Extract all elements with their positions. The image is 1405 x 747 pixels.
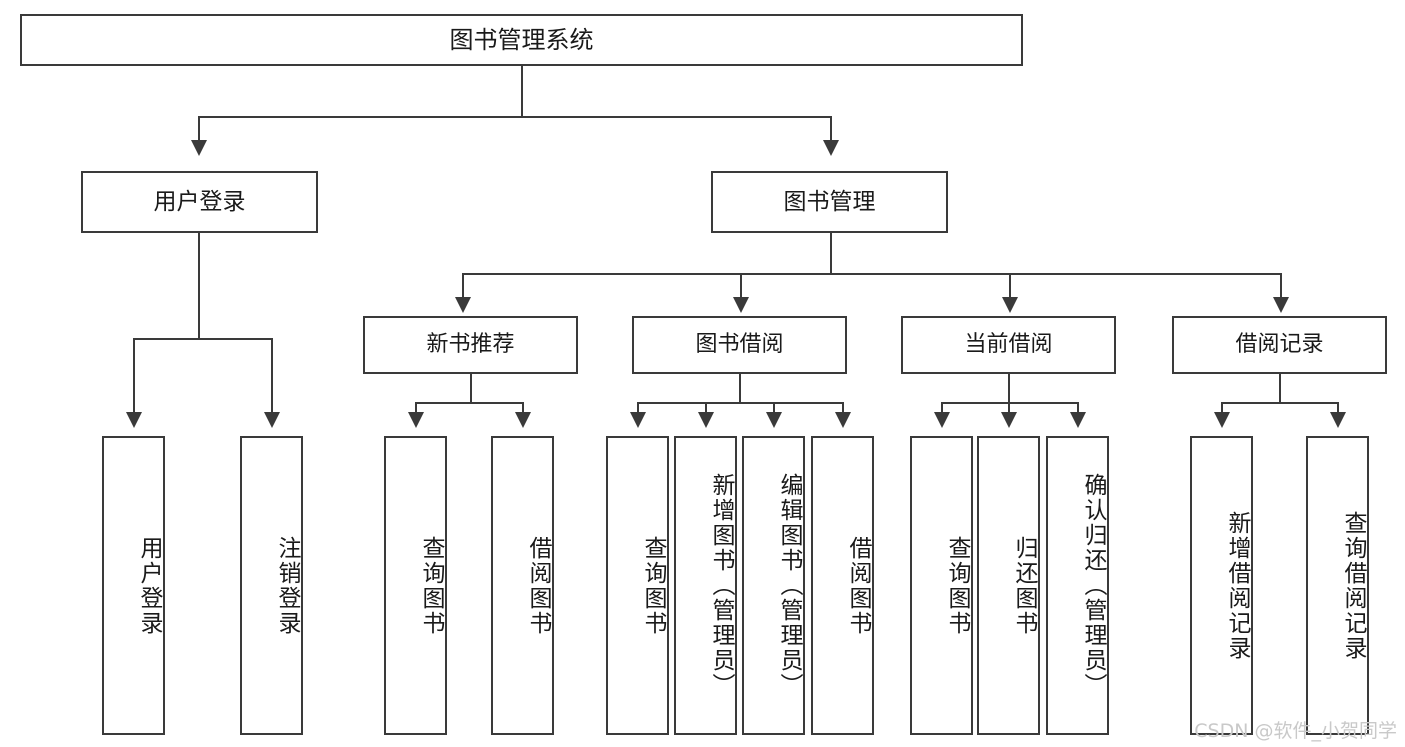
connector-book-manage-bar [462, 273, 1280, 275]
node-current-borrow[interactable]: 当前借阅 [901, 316, 1116, 374]
node-leaf-query-record-label: 查询借阅记录 [1340, 510, 1366, 661]
arrowhead-book-manage-to-borrow-record [1273, 297, 1289, 313]
connector-book-borrow-to-borrow-book [842, 402, 844, 416]
connector-new-book-rec-to-query-book [415, 402, 417, 416]
arrowhead-new-book-rec-to-borrow-book [515, 412, 531, 428]
node-leaf-add-record[interactable]: 新增借阅记录 [1190, 436, 1253, 735]
node-leaf-query-book-1-label: 查询图书 [418, 535, 444, 636]
arrowhead-book-borrow-to-add-book [698, 412, 714, 428]
connector-book-manage-stem [830, 233, 832, 273]
arrowhead-book-manage-to-new-book-rec [455, 297, 471, 313]
connector-user-login-stem [198, 233, 200, 338]
connector-new-book-rec-stem [470, 374, 472, 402]
connector-current-borrow-to-confirm-return [1077, 402, 1079, 416]
node-leaf-query-book-1[interactable]: 查询图书 [384, 436, 447, 735]
node-leaf-logout-label: 注销登录 [274, 535, 300, 636]
connector-user-login-bar [133, 338, 271, 340]
connector-current-borrow-stem [1008, 374, 1010, 402]
connector-root-stem [521, 66, 523, 116]
node-book-manage-label: 图书管理 [783, 188, 876, 215]
connector-book-borrow-to-edit-book [773, 402, 775, 416]
node-leaf-borrow-book-1[interactable]: 借阅图书 [491, 436, 554, 735]
node-leaf-add-record-label: 新增借阅记录 [1224, 510, 1250, 661]
connector-book-borrow-to-add-book [705, 402, 707, 416]
node-leaf-confirm-return[interactable]: 确认归还（管理员） [1046, 436, 1109, 735]
node-leaf-logout[interactable]: 注销登录 [240, 436, 303, 735]
node-leaf-query-book-2[interactable]: 查询图书 [606, 436, 669, 735]
connector-root-to-user-login [198, 116, 200, 144]
arrowhead-borrow-record-to-query-record [1330, 412, 1346, 428]
node-leaf-borrow-book-2[interactable]: 借阅图书 [811, 436, 874, 735]
arrowhead-book-manage-to-current-borrow [1002, 297, 1018, 313]
node-leaf-add-book-label: 新增图书（管理员） [708, 473, 734, 698]
node-current-borrow-label: 当前借阅 [964, 332, 1053, 358]
connector-borrow-record-to-query-record [1337, 402, 1339, 416]
node-book-borrow-label: 图书借阅 [695, 332, 784, 358]
node-root-system-label: 图书管理系统 [449, 26, 594, 54]
connector-book-manage-to-current-borrow [1009, 273, 1011, 301]
node-borrow-record-label: 借阅记录 [1235, 332, 1324, 358]
connector-user-login-to-leaf-logout [271, 338, 273, 416]
node-leaf-user-login[interactable]: 用户登录 [102, 436, 165, 735]
arrowhead-root-to-book-manage [823, 140, 839, 156]
connector-book-borrow-stem [739, 374, 741, 402]
node-leaf-query-record[interactable]: 查询借阅记录 [1306, 436, 1369, 735]
node-new-book-rec-label: 新书推荐 [426, 332, 515, 358]
connector-new-book-rec-to-borrow-book [522, 402, 524, 416]
node-leaf-edit-book[interactable]: 编辑图书（管理员） [742, 436, 805, 735]
arrowhead-current-borrow-to-return-book [1001, 412, 1017, 428]
arrowhead-new-book-rec-to-query-book [408, 412, 424, 428]
node-new-book-rec[interactable]: 新书推荐 [363, 316, 578, 374]
arrowhead-book-borrow-to-edit-book [766, 412, 782, 428]
connector-root-to-book-manage [830, 116, 832, 144]
node-borrow-record[interactable]: 借阅记录 [1172, 316, 1387, 374]
arrowhead-root-to-user-login [191, 140, 207, 156]
arrowhead-book-borrow-to-borrow-book [835, 412, 851, 428]
connector-borrow-record-to-add-record [1221, 402, 1223, 416]
connector-book-manage-to-borrow-record [1280, 273, 1282, 301]
connector-current-borrow-to-return-book [1008, 402, 1010, 416]
arrowhead-user-login-to-leaf-user-login [126, 412, 142, 428]
connector-root-bar [198, 116, 832, 118]
arrowhead-book-borrow-to-query-book [630, 412, 646, 428]
node-user-login-label: 用户登录 [153, 188, 246, 215]
connector-book-manage-to-book-borrow [740, 273, 742, 301]
connector-new-book-rec-bar [415, 402, 522, 404]
arrowhead-book-manage-to-book-borrow [733, 297, 749, 313]
node-root-system[interactable]: 图书管理系统 [20, 14, 1023, 66]
node-leaf-add-book[interactable]: 新增图书（管理员） [674, 436, 737, 735]
node-leaf-borrow-book-1-label: 借阅图书 [525, 535, 551, 636]
connector-borrow-record-stem [1279, 374, 1281, 402]
node-book-manage[interactable]: 图书管理 [711, 171, 948, 233]
connector-book-borrow-to-query-book [637, 402, 639, 416]
arrowhead-user-login-to-leaf-logout [264, 412, 280, 428]
node-leaf-edit-book-label: 编辑图书（管理员） [776, 473, 802, 698]
node-leaf-return-book-label: 归还图书 [1011, 535, 1037, 636]
node-user-login[interactable]: 用户登录 [81, 171, 318, 233]
node-leaf-query-book-3-label: 查询图书 [944, 535, 970, 636]
connector-current-borrow-to-query-book [941, 402, 943, 416]
node-leaf-borrow-book-2-label: 借阅图书 [845, 535, 871, 636]
arrowhead-current-borrow-to-query-book [934, 412, 950, 428]
arrowhead-borrow-record-to-add-record [1214, 412, 1230, 428]
node-leaf-user-login-label: 用户登录 [136, 535, 162, 636]
node-leaf-confirm-return-label: 确认归还（管理员） [1080, 473, 1106, 698]
node-book-borrow[interactable]: 图书借阅 [632, 316, 847, 374]
arrowhead-current-borrow-to-confirm-return [1070, 412, 1086, 428]
connector-borrow-record-bar [1221, 402, 1337, 404]
connector-book-borrow-bar [637, 402, 842, 404]
node-leaf-return-book[interactable]: 归还图书 [977, 436, 1040, 735]
node-leaf-query-book-3[interactable]: 查询图书 [910, 436, 973, 735]
connector-book-manage-to-new-book-rec [462, 273, 464, 301]
connector-user-login-to-leaf-user-login [133, 338, 135, 416]
node-leaf-query-book-2-label: 查询图书 [640, 535, 666, 636]
